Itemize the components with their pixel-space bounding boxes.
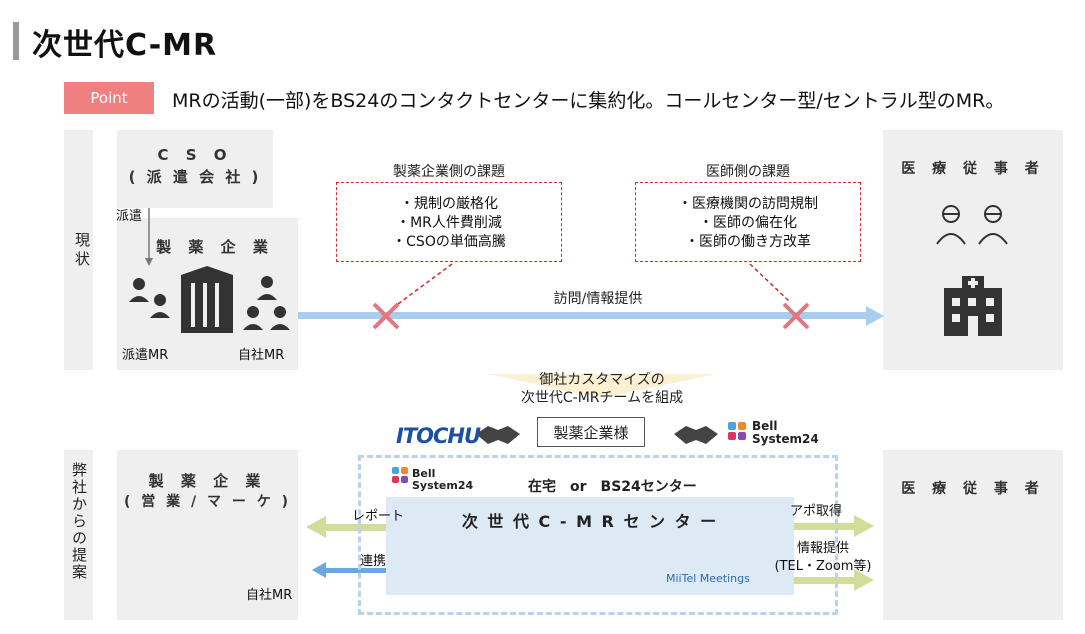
dispatched-mr-label: 派遣MR (122, 348, 169, 363)
bell-system-wordmark-small: Bell System24 (412, 468, 473, 492)
proposal-own-mr-label: 自社MR (246, 588, 293, 603)
bell-wordmark-line1: Bell (752, 419, 778, 433)
pharma-client-box: 製薬企業様 (537, 417, 645, 447)
bell-small-line1: Bell (412, 467, 436, 480)
proposal-pharma-subtitle: ( 営 業 / マ ー ケ ) (123, 494, 292, 510)
doctor-issues-title: 医師側の課題 (706, 164, 790, 180)
cso-box (117, 130, 273, 208)
point-badge: Point (64, 82, 154, 114)
handshake-icon (674, 426, 718, 444)
pharma-issues-title: 製薬企業側の課題 (393, 164, 505, 180)
link-label: 連携 (360, 554, 387, 569)
handshake-icon (476, 426, 520, 444)
pharma-issue-3: ・CSOの単価高騰 (392, 234, 506, 250)
doctor-issue-1: ・医療機関の訪問規制 (678, 196, 818, 212)
proposal-pharma-box (117, 450, 298, 620)
point-text: MRの活動(一部)をBS24のコンタクトセンターに集約化。コールセンター型/セン… (172, 90, 1005, 112)
pharma-issue-2: ・MR人件費削減 (396, 215, 502, 231)
proposal-side-panel (64, 450, 93, 620)
appointment-label: アポ取得 (790, 504, 843, 519)
pharma-issues-box: ・規制の厳格化 ・MR人件費削減 ・CSOの単価高騰 (336, 182, 562, 262)
block-x-icon (782, 302, 810, 330)
visit-arrow-label: 訪問/情報提供 (553, 291, 643, 307)
cso-title: C S O (157, 146, 233, 164)
customize-label: 御社カスタマイズの 次世代C-MRチームを組成 (480, 371, 724, 407)
info-provision-line1: 情報提供 (796, 541, 849, 556)
page-title: 次世代C-MR (32, 28, 218, 63)
current-side-panel (64, 130, 93, 370)
work-location-label: 在宅 or BS24センター (528, 479, 697, 495)
next-gen-team-frame (358, 455, 838, 615)
customize-line-2: 次世代C-MRチームを組成 (520, 390, 684, 406)
proposal-medical-box (883, 450, 1063, 620)
doctor-issue-3: ・医師の働き方改革 (685, 234, 811, 250)
miitel-logo: MiiTel Meetings (666, 572, 750, 585)
current-medical-title: 医 療 従 事 者 (901, 161, 1045, 177)
current-side-label: 現状 (73, 232, 91, 270)
cso-subtitle: ( 派 遣 会 社 ) (128, 168, 262, 186)
proposal-side-label: 弊社からの提案 (70, 462, 88, 581)
pharma-issue-connector (397, 263, 453, 305)
next-gen-center-box (386, 497, 794, 595)
next-gen-center-title: 次 世 代 C - M R セ ン タ ー (461, 512, 719, 531)
bell-wordmark-line2: System24 (752, 432, 819, 446)
proposal-medical-title: 医 療 従 事 者 (901, 481, 1045, 497)
doctor-issues-box: ・医療機関の訪問規制 ・医師の偏在化 ・医師の働き方改革 (635, 182, 861, 262)
pharma-issue-1: ・規制の厳格化 (400, 196, 498, 212)
own-mr-label: 自社MR (238, 348, 285, 363)
bell-system-logo (728, 422, 746, 440)
info-provision-label: 情報提供 (TEL・Zoom等) (768, 540, 878, 576)
doctor-issue-2: ・医師の偏在化 (699, 215, 797, 231)
title-accent-bar (13, 22, 19, 60)
info-provision-line2: (TEL・Zoom等) (774, 559, 872, 574)
doctor-issue-connector (749, 263, 791, 303)
itochu-logo: ITOCHU (396, 424, 481, 448)
proposal-pharma-title: 製 薬 企 業 (148, 472, 267, 490)
visit-arrow (298, 306, 884, 326)
pharma-title: 製 薬 企 業 (156, 238, 274, 256)
bell-system-wordmark: Bell System24 (752, 420, 819, 446)
customize-line-1: 御社カスタマイズの (539, 372, 665, 388)
report-label: レポート (352, 509, 405, 524)
block-x-icon (372, 302, 400, 330)
bell-small-line2: System24 (412, 479, 474, 492)
dispatch-label: 派遣 (116, 209, 143, 224)
